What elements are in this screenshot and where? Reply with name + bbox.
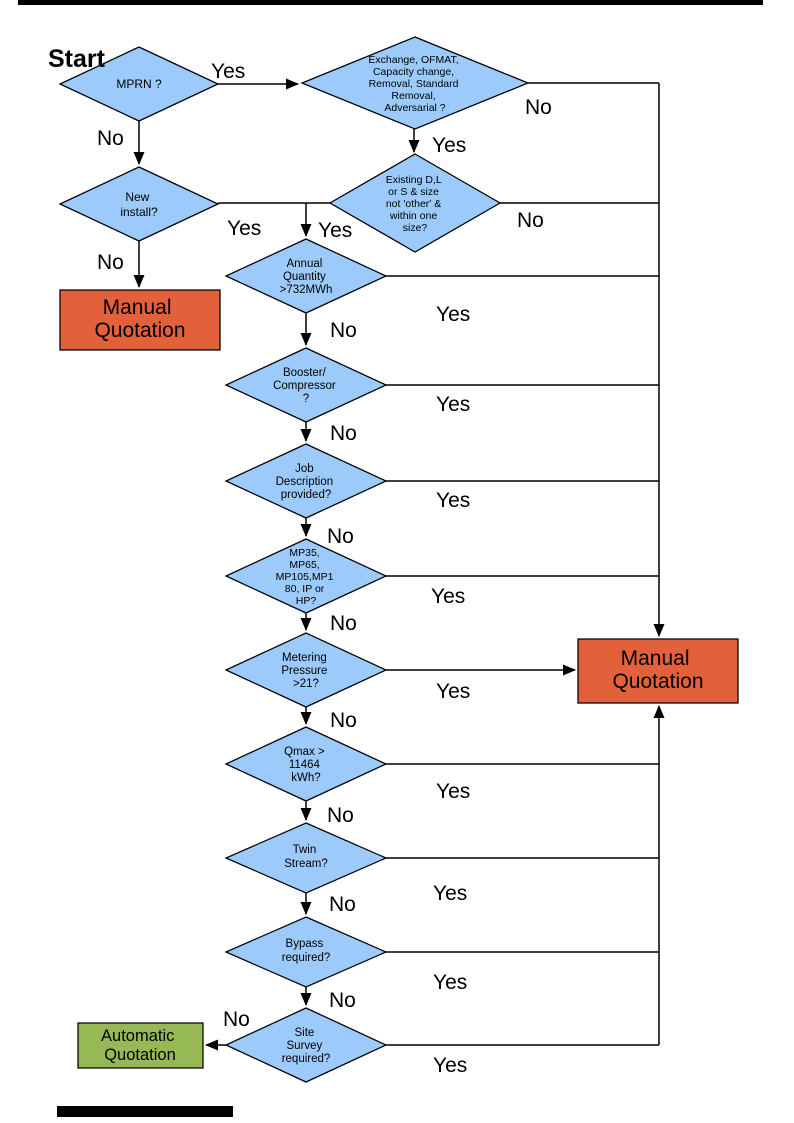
edge-label-annual-yes: Yes <box>436 303 470 326</box>
edge-label-bypass-no: No <box>329 989 356 1012</box>
decision-new-install <box>58 166 220 242</box>
edge-label-annual-no: No <box>330 319 357 342</box>
decision-existing-label: Existing D,L or S & size not 'other' & w… <box>386 174 445 234</box>
decision-exchange-label: Exchange, OFMAT, Capacity change, Remova… <box>368 54 461 114</box>
decision-site-label: Site Survey required? <box>282 1027 331 1065</box>
box-manual-quotation-right <box>577 638 739 704</box>
decision-twin-label: Twin Stream? <box>284 844 327 870</box>
box-manual-quotation-left <box>59 289 221 351</box>
start-label: Start <box>48 45 106 73</box>
edge-label-exchange-no: No <box>525 96 552 119</box>
edge-label-metering-yes: Yes <box>436 680 470 703</box>
edge-label-mp-no: No <box>330 612 357 635</box>
edge-label-qmax-no: No <box>327 804 354 827</box>
decision-mp <box>224 538 388 614</box>
box-automatic-quotation <box>77 1022 204 1069</box>
edge-label-existing-no: No <box>517 209 544 232</box>
bottom-border-bar <box>57 1106 233 1117</box>
edge-label-twin-no: No <box>329 893 356 916</box>
edge-label-site-no: No <box>223 1008 250 1031</box>
edge-label-mp-yes: Yes <box>431 585 465 608</box>
edge-label-exchange-yes: Yes <box>432 134 466 157</box>
decision-nodes <box>58 36 530 1083</box>
decision-metering <box>224 632 388 708</box>
box-automatic-quotation-label: Automatic Quotation <box>101 1027 179 1064</box>
edge-label-metering-no: No <box>330 709 357 732</box>
box-manual-quotation-left-label: Manual Quotation <box>94 296 185 342</box>
decision-mprn-label: MPRN ? <box>116 77 162 91</box>
edge-label-twin-yes: Yes <box>433 882 467 905</box>
decision-existing <box>328 153 502 253</box>
edge-labels: Yes No No Yes Yes Yes No No No Yes No Ye… <box>97 60 552 1077</box>
edges <box>133 78 665 1051</box>
decision-qmax-label: Qmax > 11464 kWh? <box>284 746 328 784</box>
decision-booster-label: Booster/ Compressor ? <box>273 367 339 405</box>
edge-label-existing-yes: Yes <box>318 219 352 242</box>
edge-label-site-yes: Yes <box>433 1054 467 1077</box>
edge-label-mprn-yes: Yes <box>211 60 245 83</box>
edge-label-job-yes: Yes <box>436 489 470 512</box>
top-border-bar <box>18 0 763 5</box>
decision-booster <box>224 347 388 423</box>
decision-job <box>224 443 388 519</box>
decision-qmax <box>224 726 388 802</box>
decision-annual <box>224 238 388 314</box>
decision-mprn <box>58 46 220 122</box>
edge-label-bypass-yes: Yes <box>433 971 467 994</box>
edge-label-job-no: No <box>327 525 354 548</box>
decision-exchange <box>300 36 530 130</box>
edge-label-booster-no: No <box>330 422 357 445</box>
decision-job-label: Job Description provided? <box>276 463 337 501</box>
decision-bypass <box>224 916 388 988</box>
decision-mp-label: MP35, MP65, MP105,MP1 80, IP or HP? <box>276 547 337 607</box>
decision-bypass-label: Bypass required? <box>282 938 331 964</box>
edge-label-qmax-yes: Yes <box>436 780 470 803</box>
decision-metering-label: Metering Pressure >21? <box>281 652 330 690</box>
edge-label-new-install-no: No <box>97 251 124 274</box>
outcome-nodes <box>59 289 739 1069</box>
decision-site <box>224 1007 388 1083</box>
edge-label-booster-yes: Yes <box>436 393 470 416</box>
decision-annual-label: Annual Quantity >732MWh <box>280 258 333 296</box>
box-manual-quotation-right-label: Manual Quotation <box>612 647 703 693</box>
decision-twin <box>224 822 388 894</box>
edge-label-new-install-yes: Yes <box>227 217 261 240</box>
edge-label-mprn-no: No <box>97 127 124 150</box>
decision-new-install-label: New install? <box>120 190 158 219</box>
